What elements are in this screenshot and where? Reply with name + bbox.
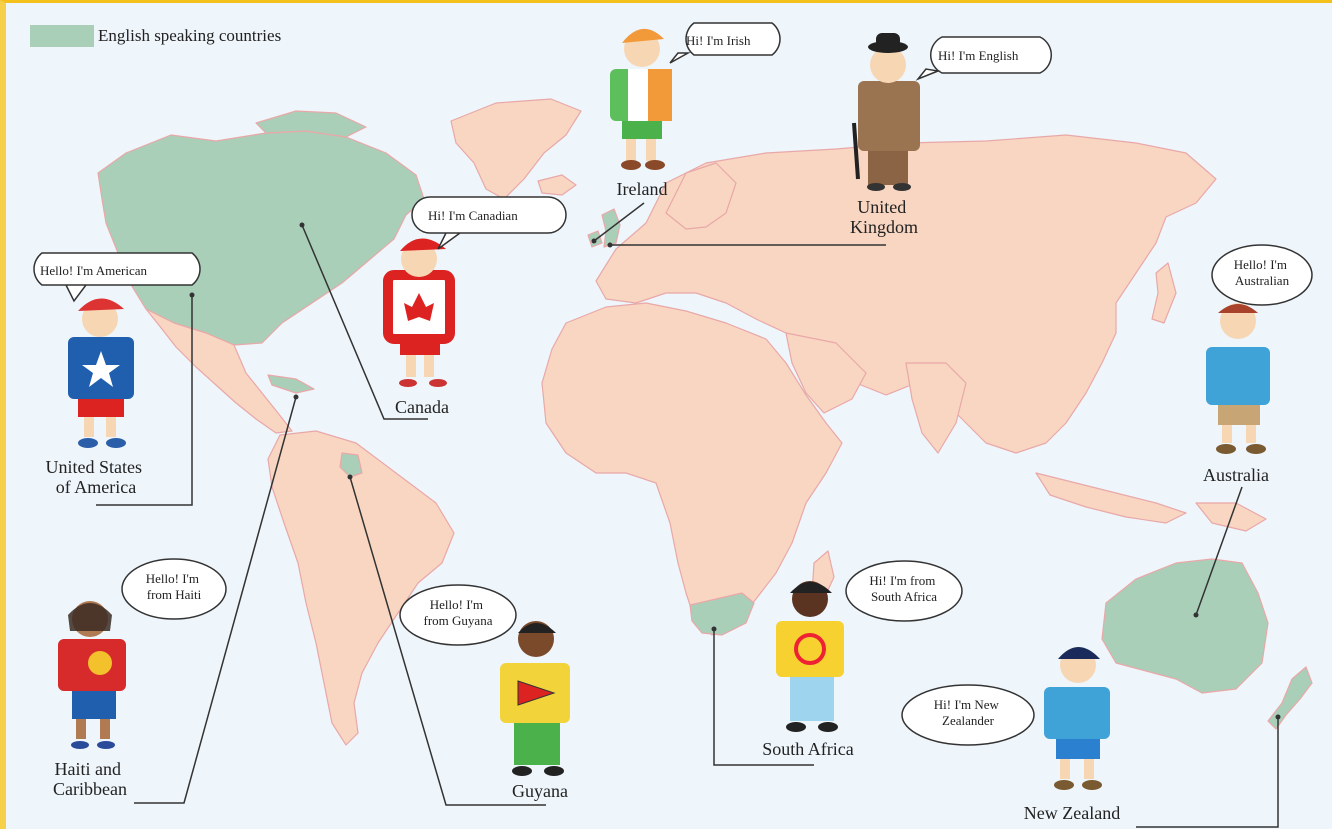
legend-label: English speaking countries	[98, 26, 281, 45]
australia-land	[1101, 558, 1269, 694]
bubble-text-guyana: Hello! I'm from Guyana	[424, 597, 493, 628]
character-canada	[383, 238, 455, 387]
new-zealand-land	[1267, 666, 1313, 730]
label-usa: United States of America	[46, 457, 147, 497]
label-canada: Canada	[395, 397, 449, 417]
leader-haiti	[134, 396, 297, 804]
leader-south-africa	[713, 629, 814, 766]
eurasia	[595, 134, 1217, 454]
bubble-text-usa: Hello! I'm American	[40, 263, 148, 278]
indonesia	[1035, 472, 1187, 524]
bubble-text-uk: Hi! I'm English	[938, 48, 1019, 63]
label-new-zealand: New Zealand	[1024, 803, 1120, 823]
india	[905, 362, 967, 454]
iceland	[537, 174, 577, 196]
character-new-zealand	[1044, 647, 1110, 790]
label-uk: United Kingdom	[850, 197, 918, 237]
leader-ireland	[593, 202, 645, 242]
legend-swatch	[30, 25, 94, 47]
leader-guyana	[349, 476, 546, 806]
bubble-text-haiti: Hello! I'm from Haiti	[146, 571, 203, 602]
character-uk	[852, 33, 920, 191]
arctic-islands	[255, 110, 367, 138]
leader-australia	[1195, 486, 1243, 616]
bubble-shape-south-africa	[845, 560, 963, 622]
bubble-shape-australia	[1211, 244, 1313, 306]
character-australia	[1206, 303, 1270, 454]
character-haiti	[58, 601, 126, 749]
central-america	[145, 308, 293, 434]
label-haiti: Haiti and Caribbean	[53, 759, 127, 799]
bubble-text-ireland: Hi! I'm Irish	[686, 33, 751, 48]
guyana-land	[339, 452, 363, 478]
label-guyana: Guyana	[512, 781, 568, 801]
label-australia: Australia	[1203, 465, 1269, 485]
bubble-shape-guyana	[399, 584, 517, 646]
character-usa	[68, 298, 134, 448]
bubble-shape-new-zealand	[901, 684, 1035, 746]
bubble-text-canada: Hi! I'm Canadian	[428, 208, 518, 223]
label-south-africa: South Africa	[762, 739, 854, 759]
character-guyana	[500, 621, 570, 776]
bubble-shape-uk	[915, 36, 1052, 81]
bubble-shape-ireland	[669, 22, 781, 64]
arabia	[785, 332, 867, 414]
bubble-text-australia: Hello! I'm Australian	[1234, 257, 1291, 288]
label-ireland: Ireland	[617, 179, 668, 199]
south-america	[267, 430, 455, 746]
bubble-shape-usa	[33, 252, 201, 303]
caribbean-islands	[267, 374, 315, 394]
bubble-text-new-zealand: Hi! I'm New Zealander	[934, 697, 1002, 728]
leader-new-zealand	[1136, 717, 1279, 828]
scandinavia	[665, 162, 737, 230]
south-africa-land	[689, 592, 755, 636]
leader-canada	[301, 224, 428, 420]
character-south-africa	[776, 581, 844, 732]
north-america-english	[97, 130, 425, 346]
character-ireland	[610, 28, 672, 170]
map-canvas: English speaking countries	[30, 22, 1313, 828]
leader-usa	[96, 295, 193, 506]
greenland	[450, 98, 582, 200]
bubble-shape-haiti	[121, 558, 227, 620]
africa	[541, 302, 843, 636]
japan	[1151, 262, 1177, 324]
bubble-shape-canada	[411, 196, 567, 250]
bubble-text-south-africa: Hi! I'm from South Africa	[869, 573, 938, 604]
